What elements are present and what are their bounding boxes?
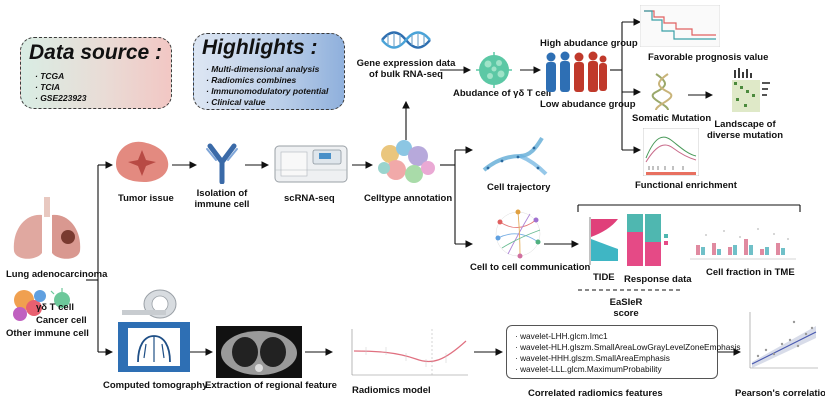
response-data-label: Response data [624, 274, 692, 285]
data-source-title: Data source : [29, 41, 163, 64]
antibody-icon [206, 143, 238, 184]
functional-enrichment-label: Functional enrichment [635, 180, 737, 191]
communication-plot [495, 209, 541, 259]
feature-item: · wavelet-HLH.glszm.SmallAreaLowGrayLeve… [515, 342, 741, 352]
gamma-delta-label: γδ T cell [36, 302, 74, 313]
data-source-box: Data source : · TCGA · TCIA · GSE223923 [20, 37, 172, 109]
extraction-label: Extraction of regional feature [205, 380, 337, 391]
umap-icon [378, 140, 435, 183]
cell-cluster-icon [13, 288, 70, 321]
highlights-item: · Clinical value [206, 97, 266, 107]
gsea-plot [643, 128, 699, 176]
highlights-item: · Multi-dimensional analysis [206, 64, 320, 74]
landscape-label: Landscape of [714, 119, 776, 130]
computed-tomography-label: Computed tomography [103, 380, 208, 391]
communication-label: Cell to cell communication [470, 262, 591, 273]
sequencer-icon [274, 145, 348, 183]
trajectory-plot [482, 136, 548, 176]
radiomics-model-plot [336, 325, 472, 381]
mutation-landscape-plot [716, 66, 776, 118]
tide-plot [589, 217, 618, 265]
response-plot [627, 214, 668, 266]
ct-scanner-icon [122, 289, 177, 319]
low-group-label: Low abudance group [540, 99, 636, 110]
highlights-box: Highlights : · Multi-dimensional analysi… [193, 33, 345, 110]
gene-expression-label-2: of bulk RNA-seq [369, 69, 443, 80]
cancer-cell-label: Cancer cell [36, 315, 87, 326]
tumor-icon [116, 141, 169, 182]
highlights-item: · Radiomics combines [206, 75, 297, 85]
celltype-annotation-label: Celltype annotation [364, 193, 453, 204]
scrna-seq-label: scRNA-seq [284, 193, 335, 204]
dna-icon [651, 73, 673, 111]
cell-trajectory-label: Cell trajectory [487, 182, 551, 193]
ct-slice-icon [216, 326, 302, 378]
ct-monitor-icon [118, 322, 190, 372]
gene-expression-label: Gene expression data [356, 58, 456, 69]
radiomics-model-label: Radiomics model [352, 385, 431, 396]
tumor-issue-label: Tumor issue [118, 193, 174, 204]
lung-icon [13, 197, 81, 259]
feature-item: · wavelet-LHH.glcm.Imc1 [515, 331, 608, 341]
feature-item: · wavelet-LLL.glcm.MaximumProbability [515, 364, 662, 374]
isolation-label: Isolation of [196, 188, 248, 199]
pearson-label: Pearson's correlation [735, 388, 825, 399]
km-plot [640, 5, 720, 47]
cell-fraction-label: Cell fraction in TME [706, 267, 795, 278]
high-group-label: High abudance group [540, 38, 638, 49]
highlights-item: · Immunomodulatory potential [206, 86, 329, 96]
features-box: · wavelet-LHH.glcm.Imc1 · wavelet-HLH.gl… [506, 325, 740, 379]
pearson-plot [744, 310, 820, 372]
prognosis-label: Favorable prognosis value [648, 52, 769, 63]
data-source-item: · GSE223923 [35, 93, 87, 103]
correlated-features-label: Correlated radiomics features [528, 388, 663, 399]
cell-fraction-plot [690, 228, 796, 260]
tide-label: TIDE [593, 272, 615, 283]
highlights-title: Highlights : [202, 36, 318, 59]
data-source-item: · TCIA [35, 82, 61, 92]
easier-label: EaSIeR [609, 297, 643, 308]
dna-icon [381, 31, 431, 49]
somatic-mutation-label: Somatic Mutation [632, 113, 712, 124]
cell-icon [476, 52, 512, 88]
lung-adenocarcinoma-label: Lung adenocarcinoma [6, 269, 108, 280]
data-source-item: · TCGA [35, 71, 65, 81]
abundance-label: Abudance of γδ T cell [453, 88, 552, 99]
landscape-label-2: diverse mutation [706, 130, 784, 141]
other-immune-label: Other immune cell [6, 328, 89, 339]
feature-item: · wavelet-HHH.glszm.SmallAreaEmphasis [515, 353, 670, 363]
easier-label-2: score [613, 308, 639, 319]
people-icon [546, 51, 607, 92]
isolation-label-2: immune cell [194, 199, 250, 210]
